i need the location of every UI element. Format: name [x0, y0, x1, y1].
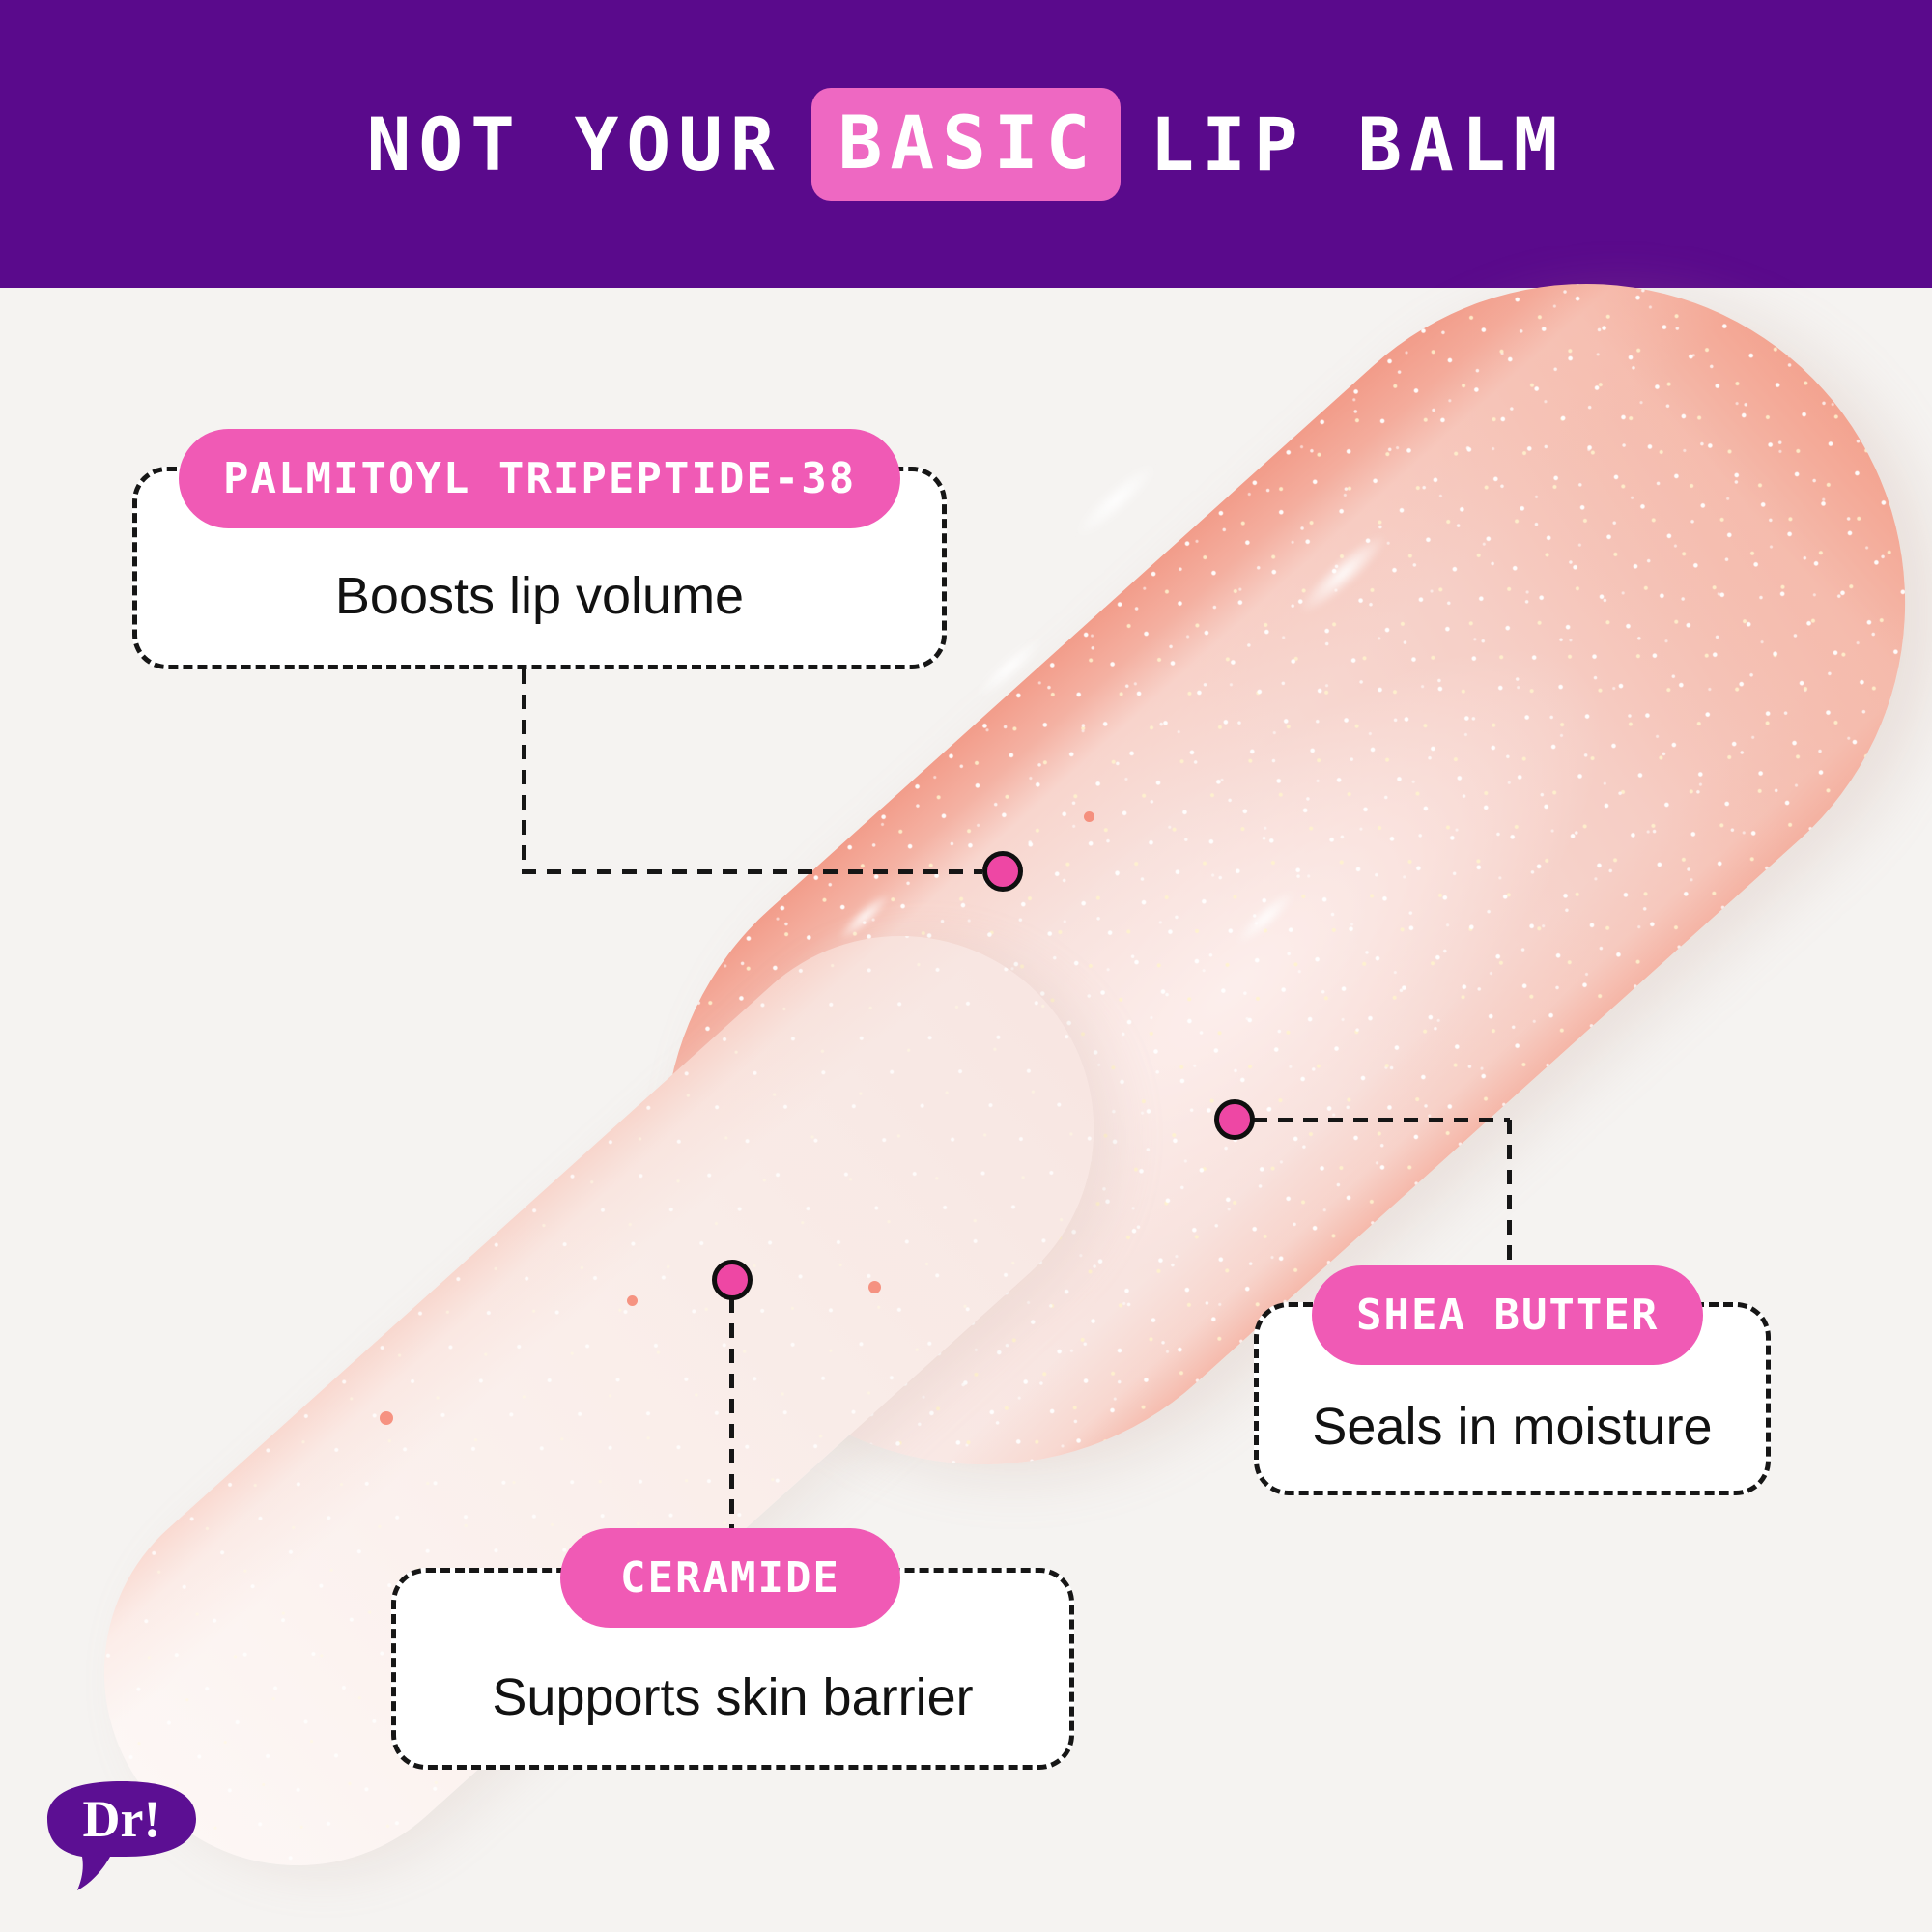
gloss-glint — [1067, 455, 1164, 546]
title-highlight-chip: BASIC — [810, 87, 1122, 201]
benefit-text-shea: Seals in moisture — [1312, 1398, 1713, 1456]
marker-dot-ceramide — [712, 1260, 753, 1300]
marker-dot-palmitoyl — [982, 851, 1023, 892]
benefit-text-ceramide: Supports skin barrier — [492, 1667, 974, 1726]
header-banner: NOT YOUR BASIC LIP BALM — [0, 0, 1932, 288]
connector-line-shea-vertical — [1507, 1120, 1512, 1267]
speech-bubble-icon — [47, 1781, 196, 1890]
benefit-text-palmitoyl: Boosts lip volume — [334, 567, 745, 625]
callout-box-ceramide: Supports skin barrier — [391, 1568, 1074, 1770]
ingredient-label-palmitoyl: PALMITOYL TRIPEPTIDE-38 — [223, 454, 857, 503]
page-title: NOT YOUR BASIC LIP BALM — [0, 0, 1932, 288]
brand-logo: Dr! — [47, 1781, 196, 1890]
connector-line-palmitoyl-vertical — [522, 669, 526, 871]
connector-line-ceramide-vertical — [729, 1298, 734, 1530]
ingredient-label-shea: SHEA BUTTER — [1356, 1291, 1660, 1340]
ingredient-pill-ceramide: CERAMIDE — [560, 1528, 900, 1628]
pigment-speck — [627, 1295, 638, 1306]
pigment-speck — [1084, 811, 1094, 822]
logo-text: Dr! — [83, 1790, 161, 1848]
title-segment-post: LIP BALM — [1150, 100, 1566, 187]
ingredient-pill-palmitoyl: PALMITOYL TRIPEPTIDE-38 — [179, 429, 901, 528]
title-highlight-text: BASIC — [838, 99, 1098, 185]
pigment-speck — [868, 1281, 881, 1293]
connector-line-palmitoyl-horizontal — [522, 869, 982, 874]
marker-dot-shea — [1214, 1099, 1255, 1140]
pigment-speck — [380, 1411, 393, 1425]
connector-line-shea-horizontal — [1253, 1118, 1510, 1122]
ingredient-label-ceramide: CERAMIDE — [620, 1553, 840, 1603]
title-segment-pre: NOT YOUR — [366, 100, 782, 187]
ingredient-pill-shea: SHEA BUTTER — [1312, 1265, 1704, 1365]
